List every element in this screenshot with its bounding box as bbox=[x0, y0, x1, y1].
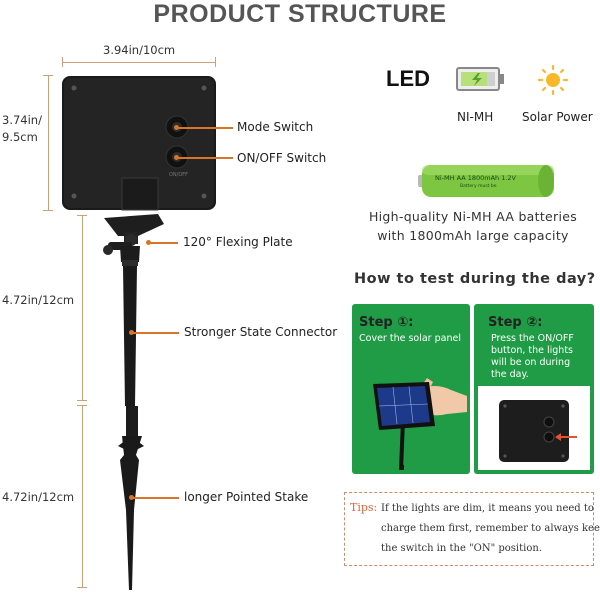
height-tick-bottom bbox=[43, 210, 53, 211]
howto-title: How to test during the day? bbox=[354, 271, 596, 287]
height-dimension-line bbox=[48, 75, 49, 210]
step1-text: Cover the solar panel bbox=[359, 333, 461, 344]
connector-label: Stronger State Connector bbox=[184, 325, 338, 339]
stake-upper-dimension: 4.72in/12cm bbox=[2, 292, 75, 308]
stake-lower-dimension: 4.72in/12cm bbox=[2, 489, 75, 505]
mode-switch-leader bbox=[178, 127, 233, 129]
stake-illustration bbox=[103, 214, 164, 590]
tips-label: Tips: bbox=[350, 501, 378, 514]
step2-text-line2: button, the lights bbox=[491, 345, 573, 356]
solar-panel-hand-illustration bbox=[373, 378, 467, 470]
onoff-button-illustration bbox=[499, 400, 577, 462]
stake-lower-tick-top bbox=[77, 405, 87, 406]
stake-label: longer Pointed Stake bbox=[184, 490, 309, 504]
step2-text-line3: will be on during bbox=[491, 357, 571, 368]
battery-description-line2: with 1800mAh large capacity bbox=[377, 228, 569, 243]
onoff-switch-marker bbox=[174, 155, 179, 160]
stake-leader bbox=[133, 497, 179, 499]
flexing-plate-label: 120° Flexing Plate bbox=[183, 235, 293, 249]
stake-lower-tick-bottom bbox=[77, 587, 87, 588]
flexing-plate-leader bbox=[150, 242, 178, 244]
width-dimension: 3.94in/10cm bbox=[103, 43, 176, 57]
battery-print: Ni-MH AA 1800mAh 1.2V bbox=[435, 174, 517, 182]
step2-title: Step ②: bbox=[488, 315, 543, 330]
battery-description-line1: High-quality Ni-MH AA batteries bbox=[368, 209, 578, 224]
height-tick-top bbox=[43, 75, 53, 76]
battery-subprint: Battery must be bbox=[460, 184, 497, 189]
height-dimension: 3.74in/ 9.5cm bbox=[2, 112, 42, 146]
nimh-label: NI-MH bbox=[457, 110, 494, 124]
tips-box bbox=[344, 492, 594, 566]
flexing-plate-marker bbox=[146, 240, 151, 245]
stake-marker bbox=[129, 495, 134, 500]
step2-text-line1: Press the ON/OFF bbox=[491, 333, 574, 344]
width-tick-left bbox=[62, 57, 63, 67]
stake-upper-tick-bottom bbox=[77, 400, 87, 401]
connector-marker bbox=[129, 330, 134, 335]
svg-text:ON/OFF: ON/OFF bbox=[169, 172, 188, 178]
onoff-switch-leader bbox=[178, 157, 233, 159]
width-tick-right bbox=[215, 57, 216, 67]
sun-icon bbox=[537, 64, 569, 96]
page-title: PRODUCT STRUCTURE bbox=[153, 0, 447, 28]
tips-line2: charge them first, remember to always ke… bbox=[381, 523, 600, 534]
mode-switch-marker bbox=[174, 125, 179, 130]
aa-battery-illustration bbox=[418, 165, 554, 197]
solar-light-box-illustration: ON/OFF bbox=[62, 76, 216, 211]
onoff-switch-label: ON/OFF Switch bbox=[237, 151, 327, 165]
width-dimension-line bbox=[62, 62, 216, 63]
led-label: LED bbox=[386, 66, 430, 91]
stake-upper-tick-top bbox=[77, 215, 87, 216]
step1-title: Step ①: bbox=[359, 315, 414, 330]
tips-line3: the switch in the "ON" position. bbox=[381, 543, 542, 554]
step2-text-line4: the day. bbox=[491, 369, 529, 380]
battery-icon bbox=[456, 67, 504, 91]
stake-upper-dimension-line bbox=[82, 215, 83, 400]
solar-power-label: Solar Power bbox=[522, 110, 593, 124]
mode-switch-label: Mode Switch bbox=[237, 120, 314, 134]
stake-lower-dimension-line bbox=[82, 405, 83, 588]
connector-leader bbox=[133, 332, 179, 334]
tips-line1: If the lights are dim, it means you need… bbox=[381, 503, 594, 514]
